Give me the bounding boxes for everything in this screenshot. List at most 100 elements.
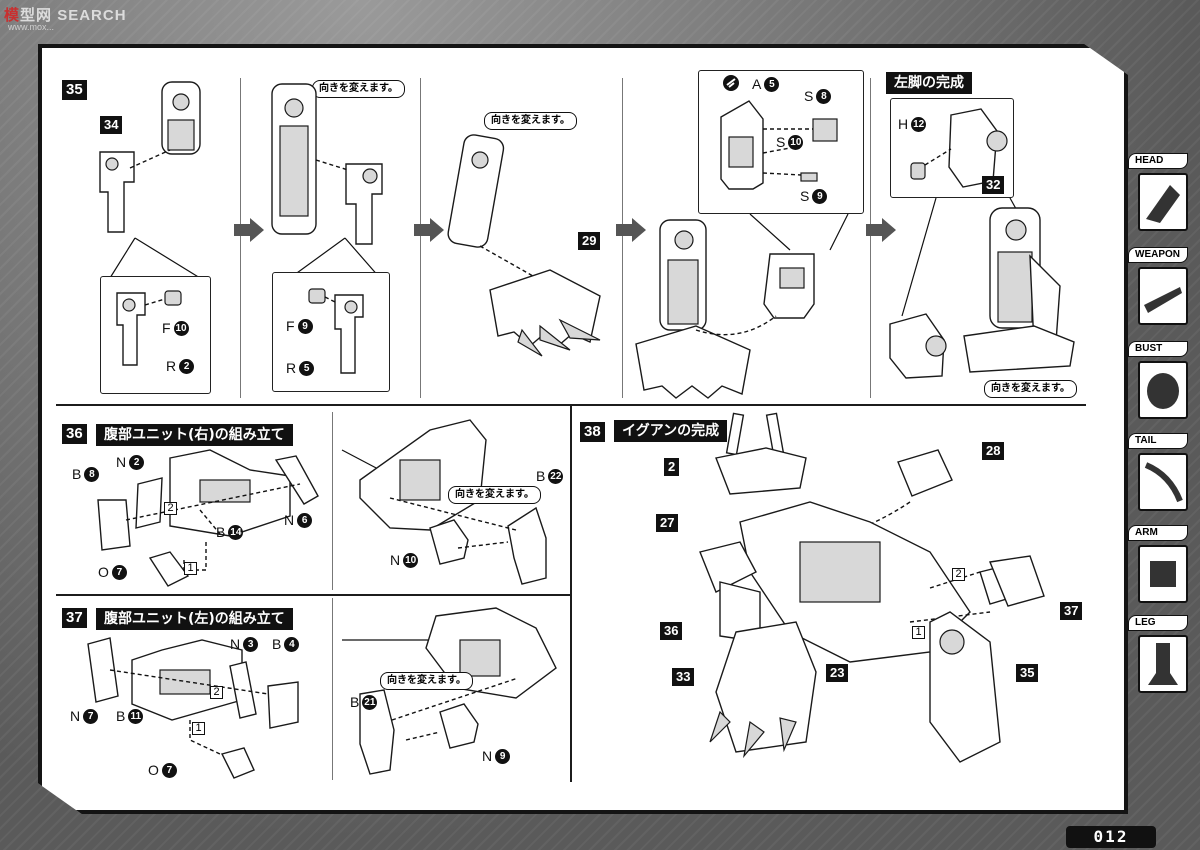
- detail-box: [698, 70, 864, 214]
- leg-part-illustration: [271, 83, 383, 245]
- sidebar-tab-arm[interactable]: ARM: [1128, 525, 1194, 607]
- step37-col-divider: [332, 598, 333, 780]
- sidebar-tab-label: HEAD: [1128, 153, 1188, 169]
- step-35-badge: 35: [62, 80, 87, 100]
- part-label-2: 2: [664, 458, 680, 476]
- detail-box: [100, 276, 211, 394]
- part-label-29: 29: [578, 232, 601, 250]
- detail-illustration: [910, 108, 1008, 188]
- part-label-37: 37: [1060, 602, 1083, 620]
- step-37-title: 腹部ユニット(左)の組み立て: [96, 608, 293, 630]
- sidebar-tab-weapon[interactable]: WEAPON: [1128, 247, 1194, 329]
- callout-lines: [109, 237, 201, 279]
- sidebar-tab-bust[interactable]: BUST: [1128, 341, 1194, 423]
- sidebar-tab-label: LEG: [1128, 615, 1188, 631]
- sequence-box-1: 1: [912, 626, 925, 639]
- sequence-box-2: 2: [210, 686, 223, 699]
- row-divider-left: [56, 594, 570, 596]
- weapon-icon: [1138, 267, 1188, 325]
- sidebar-tab-label: WEAPON: [1128, 247, 1188, 263]
- head-icon: [1138, 173, 1188, 231]
- step-36-title: 腹部ユニット(右)の組み立て: [96, 424, 293, 446]
- step35-col-divider-2: [420, 78, 421, 398]
- part-label-34: 34: [100, 116, 123, 134]
- step-36-badge: 36: [62, 424, 87, 444]
- sequence-box-2: 2: [952, 568, 965, 581]
- step35-col-divider-4: [870, 78, 871, 398]
- part-label-35: 35: [1016, 664, 1039, 682]
- rotate-note: 向きを変えます。: [484, 112, 577, 130]
- detail-box: [272, 272, 390, 392]
- page-number: 012: [1066, 826, 1156, 848]
- sidebar-tab-leg[interactable]: LEG: [1128, 615, 1194, 697]
- rotate-note: 向きを変えます。: [380, 672, 473, 690]
- leg-part-illustration: [99, 81, 201, 233]
- sidebar-tab-head[interactable]: HEAD: [1128, 153, 1194, 235]
- arm-icon: [1138, 545, 1188, 603]
- abdomen-left-illustration: [87, 637, 299, 779]
- abdomen-right-detail-illustration: [341, 419, 547, 585]
- step-arrow-icon: [616, 218, 646, 242]
- rotate-note: 向きを変えます。: [448, 486, 541, 504]
- section-sidebar: HEAD WEAPON BUST TAIL ARM LEG: [1122, 115, 1200, 715]
- step-37-badge: 37: [62, 608, 87, 628]
- part-label-33: 33: [672, 668, 695, 686]
- leg-icon: [1138, 635, 1188, 693]
- tail-icon: [1138, 453, 1188, 511]
- sequence-box-1: 1: [192, 722, 205, 735]
- step35-col-divider-1: [240, 78, 241, 398]
- iguan-complete-illustration: [699, 412, 1045, 763]
- left-leg-complete-title: 左脚の完成: [886, 72, 972, 94]
- leg-foot-illustration: [447, 134, 601, 357]
- gate-cut-icon: [723, 75, 739, 91]
- sequence-box-2: 2: [164, 502, 177, 515]
- step-arrow-icon: [866, 218, 896, 242]
- step36-col-divider: [332, 412, 333, 590]
- step-arrow-icon: [414, 218, 444, 242]
- part-label-28: 28: [982, 442, 1005, 460]
- sidebar-tab-label: BUST: [1128, 341, 1188, 357]
- site-watermark: 模型网 SEARCH: [4, 7, 127, 24]
- detail-illustration: [116, 290, 182, 366]
- callout-lines: [289, 237, 381, 279]
- sidebar-tab-label: TAIL: [1128, 433, 1188, 449]
- sequence-box-1: 1: [184, 562, 197, 575]
- part-label-32: 32: [982, 176, 1005, 194]
- abdomen-right-illustration: [97, 449, 319, 587]
- part-label-36: 36: [660, 622, 683, 640]
- column-divider: [570, 404, 572, 782]
- leg-complete-illustration: [889, 197, 1075, 379]
- step35-col-divider-3: [622, 78, 623, 398]
- detail-illustration: [720, 100, 838, 190]
- step-38-badge: 38: [580, 422, 605, 442]
- abdomen-left-detail-illustration: [342, 607, 557, 775]
- step-38-title: イグアンの完成: [614, 420, 728, 442]
- part-label-23: 23: [826, 664, 849, 682]
- leg-assembly-illustration: [635, 214, 849, 399]
- part-label-27: 27: [656, 514, 679, 532]
- sidebar-tab-tail[interactable]: TAIL: [1128, 433, 1194, 515]
